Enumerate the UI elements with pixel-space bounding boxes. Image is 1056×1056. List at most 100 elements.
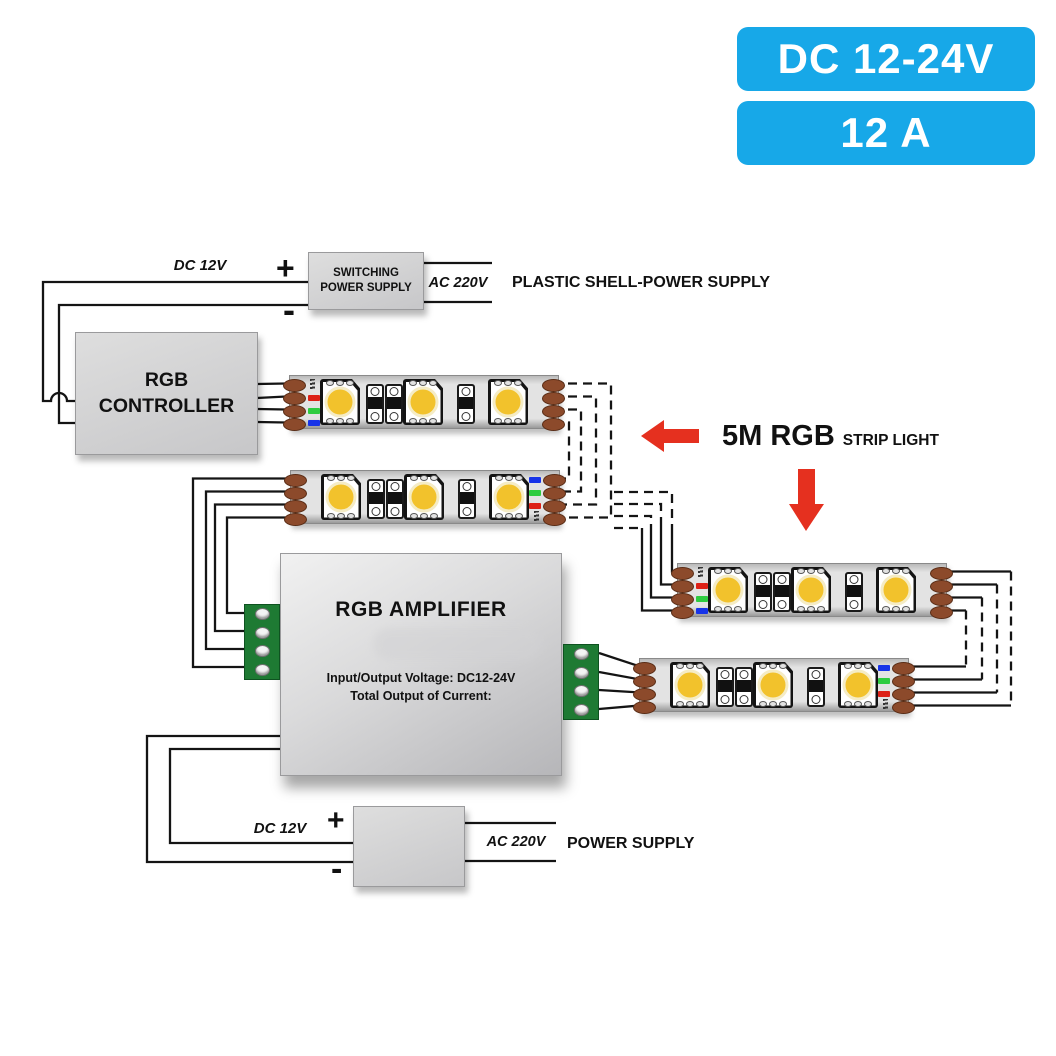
- dc-12v-label-bottom: DC 12V: [253, 820, 307, 837]
- solder-pad: [671, 567, 694, 580]
- resistor: [735, 667, 753, 707]
- terminal-screw: [573, 648, 589, 661]
- solder-pad: [542, 405, 565, 418]
- led-chip: [712, 574, 744, 606]
- amplifier-input-terminal: [244, 604, 280, 680]
- led-module: [670, 662, 710, 708]
- ac-220v-label-bottom: AC 220V: [486, 834, 546, 850]
- solder-pad: [542, 379, 565, 392]
- solder-pad: [633, 662, 656, 675]
- wire-bracket-strip1-strip2: [553, 382, 613, 519]
- b-channel-mark: [696, 608, 708, 614]
- resistor: [845, 572, 863, 612]
- g-channel-mark: [308, 408, 320, 414]
- rgb-amplifier-box: RGB AMPLIFIER Input/Output Voltage: DC12…: [280, 553, 562, 776]
- solder-pad: [284, 500, 307, 513]
- terminal-screw: [573, 703, 589, 716]
- led-chip: [408, 481, 440, 513]
- led-strip-1: [283, 375, 565, 431]
- solder-pad: [542, 392, 565, 405]
- led-module: [489, 474, 529, 520]
- ac-220v-label-top: AC 220V: [428, 275, 488, 291]
- solder-pad: [543, 513, 566, 526]
- minus-terminal-bottom: -: [331, 850, 343, 888]
- resistor: [754, 572, 772, 612]
- solder-pad: [283, 392, 306, 405]
- b-channel-mark: [878, 665, 890, 671]
- wire-psu-plus-to-controller: [41, 280, 310, 403]
- led-module: [838, 662, 878, 708]
- current-badge: 12 A: [737, 101, 1035, 165]
- wires-strip2-to-amplifier: [191, 477, 286, 669]
- led-chip: [324, 386, 356, 418]
- solder-pad: [892, 662, 915, 675]
- polarity-mark: [698, 567, 703, 577]
- solder-pad: [543, 500, 566, 513]
- terminal-screw: [254, 608, 270, 621]
- wire-right-dashed-verticals: [964, 571, 1013, 706]
- solder-pad: [671, 593, 694, 606]
- terminal-screw: [573, 666, 589, 679]
- switching-power-supply-box: SWITCHING POWER SUPPLY: [308, 252, 424, 310]
- amplifier-output-terminal: [563, 644, 599, 720]
- led-chip: [795, 574, 827, 606]
- led-strip-3: [671, 563, 953, 619]
- led-chip: [674, 669, 706, 701]
- resistor: [807, 667, 825, 707]
- wire-ac-top: [424, 261, 492, 304]
- r-channel-mark: [878, 691, 890, 697]
- dc-12v-label-top: DC 12V: [173, 257, 227, 274]
- resistor: [457, 384, 475, 424]
- solder-pad: [633, 688, 656, 701]
- amplifier-spec-line1: Input/Output Voltage: DC12-24V: [326, 671, 516, 685]
- solder-pad: [671, 606, 694, 619]
- solder-pad: [543, 487, 566, 500]
- b-channel-mark: [529, 477, 541, 483]
- amplifier-spec-line2: Total Output of Current:: [350, 688, 492, 703]
- amplifier-title: RGB AMPLIFIER: [335, 598, 507, 621]
- solder-pad: [284, 513, 307, 526]
- minus-terminal-top: -: [283, 289, 295, 330]
- plus-terminal-top: +: [276, 250, 295, 286]
- voltage-badge: DC 12-24V: [737, 27, 1035, 91]
- strip-annotation-subtitle: STRIP LIGHT: [842, 432, 939, 449]
- wire-ac-bottom: [465, 821, 556, 863]
- led-module: [488, 379, 528, 425]
- strip-annotation-title: 5M RGB: [722, 420, 835, 452]
- plus-terminal-bottom: +: [327, 804, 345, 837]
- led-module: [404, 474, 444, 520]
- r-channel-mark: [696, 583, 708, 589]
- b-channel-mark: [308, 420, 320, 426]
- led-module: [753, 662, 793, 708]
- led-module: [321, 474, 361, 520]
- controller-line2: CONTROLLER: [98, 394, 235, 417]
- wires-amplifier-to-strip4: [598, 651, 641, 711]
- plastic-shell-caption: PLASTIC SHELL-POWER SUPPLY: [512, 274, 771, 291]
- solder-pad: [284, 487, 307, 500]
- power-supply-caption: POWER SUPPLY: [567, 835, 695, 852]
- controller-line1: RGB: [144, 369, 189, 392]
- polarity-mark: [310, 379, 315, 389]
- switching-psu-line1: SWITCHING: [333, 267, 399, 280]
- solder-pad: [283, 405, 306, 418]
- led-chip: [493, 481, 525, 513]
- solder-pad: [283, 379, 306, 392]
- solder-pad: [930, 567, 953, 580]
- resistor: [385, 384, 403, 424]
- wires-controller-to-strip1: [256, 382, 287, 424]
- g-channel-mark: [878, 678, 890, 684]
- resistor: [458, 479, 476, 519]
- resistor: [386, 479, 404, 519]
- terminal-screw: [254, 626, 270, 639]
- led-strip-4: [633, 658, 915, 714]
- wire-psu-minus-to-controller: [57, 303, 310, 425]
- wires-amplifier-to-psu-bottom: [145, 734, 355, 864]
- terminal-screw: [254, 663, 270, 676]
- resistor: [773, 572, 791, 612]
- amplifier-watermark: [373, 628, 541, 660]
- resistor: [366, 384, 384, 424]
- g-channel-mark: [696, 596, 708, 602]
- led-module: [876, 567, 916, 613]
